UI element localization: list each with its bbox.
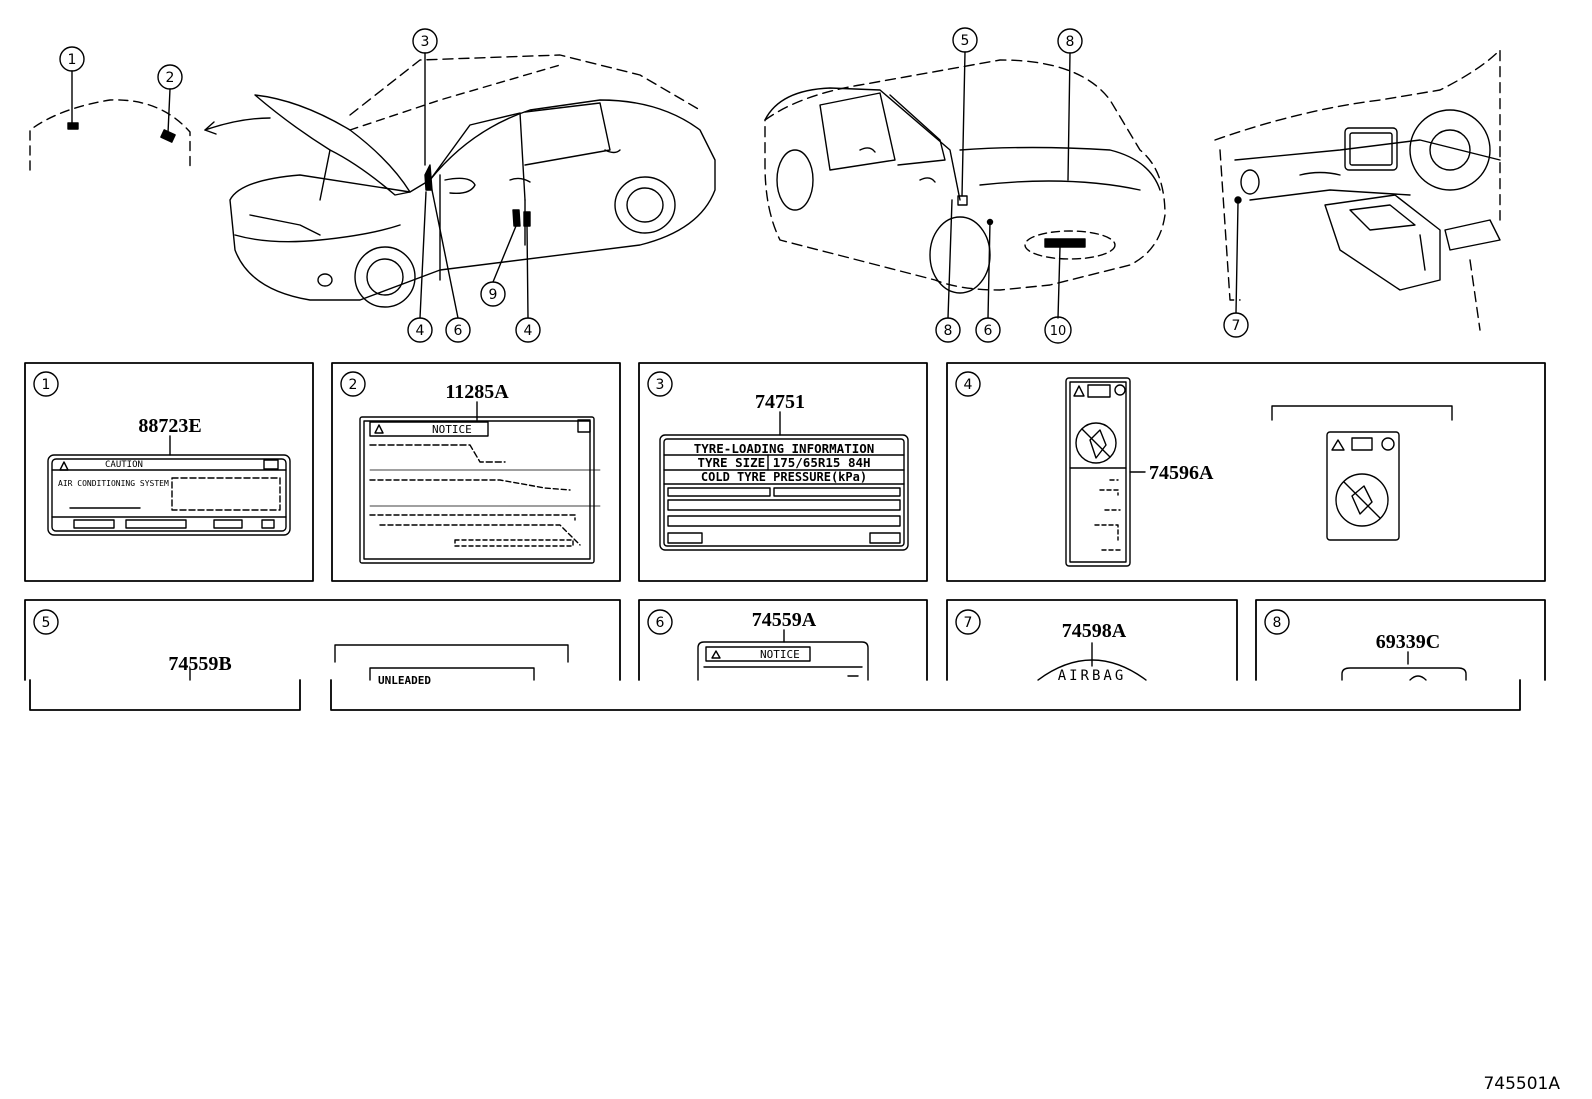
panel-num-1: 1 [42,377,51,393]
label-74751-line-2: TYRE SIZE 175/65R15 84H [697,455,870,470]
label-88723e-title: CAUTION [105,460,143,470]
callout-9: 9 [489,287,498,303]
part-number-74596a: 74596A [1149,462,1214,484]
diagram-id: 745501A [1483,1074,1560,1094]
part-number-69339c: 69339C [1376,631,1440,653]
callout-2: 2 [166,70,175,86]
panel-num-5: 5 [42,615,51,631]
label-74751-drawing [659,411,909,551]
label-74596a-drawing [1065,377,1453,567]
part-number-74598a: 74598A [1062,620,1127,642]
hood-underside-illustration [29,99,271,171]
callout-1: 1 [68,52,77,68]
callout-4-a: 4 [416,323,425,339]
callout-3: 3 [421,34,430,50]
part-number-74559a: 74559A [752,609,817,631]
label-88723e-drawing [47,435,291,536]
panel-num-3: 3 [656,377,665,393]
callout-10: 10 [1050,324,1067,339]
callout-6-b: 6 [984,323,993,339]
label-11285a-drawing [359,401,601,564]
callout-circles [59,27,1249,344]
label-74559b-text: UNLEADED [378,674,431,687]
dashboard-interior-illustration [1214,49,1501,331]
label-74598a-text: AIRBAG [1058,668,1127,684]
car-front-view-illustration [229,54,716,308]
label-74559b-drawing [189,644,569,681]
panel-num-2: 2 [349,377,358,393]
callout-4-b: 4 [524,323,533,339]
panel-num-4: 4 [964,377,973,393]
label-11285a-title: NOTICE [432,423,472,436]
callout-6-a: 6 [454,323,463,339]
panel-num-6: 6 [656,615,665,631]
part-number-74751: 74751 [755,391,805,413]
part-number-74559b: 74559B [168,653,231,675]
panel-frames [24,362,1546,711]
car-rear-view-illustration [764,59,1166,294]
label-74751-line-3: COLD TYRE PRESSURE(kPa) [701,470,867,484]
label-69339c-drawing [1341,651,1467,681]
label-74598a-drawing [1037,642,1147,681]
callout-8-bottom: 8 [944,323,953,339]
label-74559a-drawing [697,629,869,681]
panel-num-8: 8 [1273,615,1282,631]
panel-num-7: 7 [964,615,973,631]
leader-lines [71,51,1239,319]
label-74559a-title: NOTICE [760,648,800,661]
label-74751-line-1: TYRE-LOADING INFORMATION [694,441,875,456]
label-88723e-line: AIR CONDITIONING SYSTEM [58,479,169,488]
part-number-88723e: 88723E [138,415,201,437]
callout-5: 5 [961,33,970,49]
callout-7: 7 [1232,318,1241,334]
panel-number-circles [33,371,1290,635]
callout-8-top: 8 [1066,34,1075,50]
part-number-11285a: 11285A [445,381,509,403]
